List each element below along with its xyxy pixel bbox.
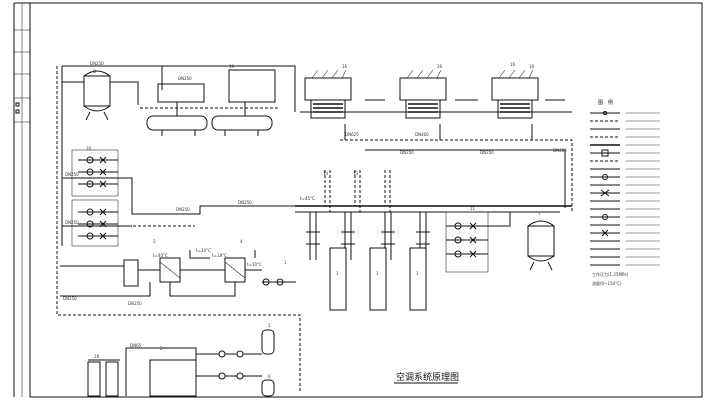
cooling-tower-2: 16 <box>399 64 447 119</box>
label-n3: 3 <box>153 239 156 244</box>
label-t10: t=10°C <box>247 262 262 267</box>
label-dn400-a: DN400 <box>415 132 429 137</box>
label-dn250-c: DN250 <box>65 172 79 177</box>
left-pump-group-upper: DN250 10 <box>62 146 132 197</box>
label-dn250-f: DN250 <box>238 200 252 205</box>
legend-title: 图 例 <box>598 99 613 106</box>
label-dn250-h: DN250 <box>400 150 414 155</box>
supply-loop-dashed <box>56 66 301 392</box>
tower-3-label: 16 <box>529 64 535 69</box>
chiller-1: 1 <box>329 247 347 311</box>
chiller-1-label: 1 <box>336 271 339 276</box>
right-pump-group: 11 <box>445 206 489 273</box>
label-dn250-g: DN250 <box>128 301 142 306</box>
note-flow: 流量(0~150°C) <box>592 280 622 286</box>
tower-2-label: 16 <box>437 64 443 69</box>
label-t45: t=45°C <box>300 196 315 201</box>
left-title-strip <box>13 2 30 397</box>
label-dn150: DN150 <box>63 296 77 301</box>
label-n13: 13 <box>353 171 359 176</box>
heat-exchangers: t=40°C t=30°C t=18°C t=10°C 3 4 DN150 DN… <box>60 239 296 306</box>
label-dn250-e: DN250 <box>176 207 190 212</box>
chiller-2: 1 <box>369 247 387 311</box>
note-pressure: 工作压力(1.25MPa) <box>592 271 629 277</box>
left-pump-group-lower: DN250 <box>62 199 132 247</box>
label-t40: t=40°C <box>153 253 168 258</box>
drawing-title: 空调系统原理图 <box>396 371 459 383</box>
legend: 图 例 工作压力(1.25MPa) 流量(0~150°C) <box>590 99 660 286</box>
tower-1-label: 16 <box>342 64 348 69</box>
chiller-2-label: 1 <box>376 271 379 276</box>
horizontal-tanks: DN250 19 DN250 <box>90 61 280 136</box>
label-dn65: DN65 <box>130 343 142 348</box>
cooling-tower-3: 16 <box>491 64 539 119</box>
label-n16: 16 <box>510 62 516 67</box>
chiller-3-label: 1 <box>416 271 419 276</box>
label-n19: 19 <box>229 64 235 69</box>
label-dn250-a: DN250 <box>178 76 192 81</box>
sheet-border <box>29 2 703 398</box>
return-loop <box>61 65 296 246</box>
valve-cluster <box>306 212 430 260</box>
label-dn400-b: DN400 <box>553 148 567 153</box>
label-t30: t=30°C <box>196 248 211 253</box>
right-storage-tank: 7 <box>527 211 555 271</box>
label-n2: 2 <box>160 346 163 351</box>
label-dn625: DN625 <box>345 132 359 137</box>
label-t18: t=18°C <box>212 253 227 258</box>
label-n4: 4 <box>240 239 243 244</box>
label-n8: 8 <box>93 69 96 75</box>
label-n11: 11 <box>470 206 476 211</box>
label-n18: 18 <box>94 354 100 359</box>
expansion-tank: 8 <box>83 69 111 121</box>
label-dn250-i: DN250 <box>480 150 494 155</box>
label-n6: 6 <box>268 374 271 379</box>
cooling-tower-1: 16 <box>304 64 352 119</box>
label-dn250-d: DN250 <box>65 220 79 225</box>
label-dn250-b: DN250 <box>90 61 104 66</box>
label-n10: 10 <box>86 146 92 151</box>
bottom-equipment: 18 DN65 5 6 2 1 16 <box>87 62 516 397</box>
chiller-3: 1 <box>409 247 427 311</box>
label-n14: 14 <box>323 171 329 176</box>
label-n7: 7 <box>538 211 541 216</box>
label-n1: 1 <box>284 260 287 265</box>
label-n5: 5 <box>268 323 271 328</box>
